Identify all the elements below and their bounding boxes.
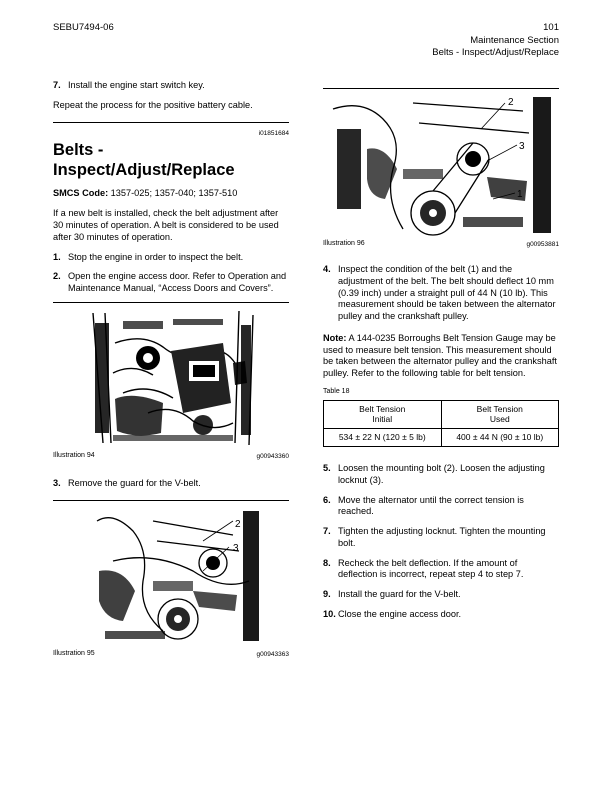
reference-id: i01851684 [258, 129, 289, 137]
right-column: 4. Inspect the condition of the belt (1)… [323, 264, 559, 629]
step-7-install-key: 7. Install the engine start switch key. [53, 80, 205, 90]
illustration-96-caption: Illustration 96 [323, 240, 365, 247]
callout-1: 1 [517, 189, 523, 200]
illustration-94: Illustration 94 g00943360 [53, 302, 289, 461]
illustration-94-caption: Illustration 94 [53, 452, 95, 459]
v-belt-guard-photo-icon: 2 3 [93, 505, 263, 647]
section-title: Belts - Inspect/Adjust/Replace [53, 140, 235, 179]
section-divider [53, 121, 289, 123]
page-header: 101 Maintenance Section Belts - Inspect/… [432, 22, 559, 60]
left-column: 7. Install the engine start switch key. … [53, 80, 289, 303]
intro-paragraph: If a new belt is installed, check the be… [53, 208, 279, 242]
note-paragraph: Note: A 144-0235 Borroughs Belt Tension … [323, 332, 557, 379]
step-1-stop-engine: 1. Stop the engine in order to inspect t… [53, 251, 244, 262]
table-caption: Table 18 [323, 387, 350, 395]
illustration-96-id: g00953881 [526, 240, 559, 248]
step-4-inspect-belt: 4. Inspect the condition of the belt (1)… [323, 264, 556, 322]
step-6-move-alternator: 6. Move the alternator until the correct… [323, 494, 524, 517]
illustration-95-caption: Illustration 95 [53, 650, 95, 657]
table-header-used: Belt Tension Used [440, 399, 559, 430]
repeat-note: Repeat the process for the positive batt… [53, 99, 253, 110]
section-name: Maintenance Section [470, 34, 559, 46]
table-cell-initial: 534 ± 22 N (120 ± 5 lb) [323, 428, 442, 447]
smcs-code: SMCS Code: 1357-025; 1357-040; 1357-510 [53, 188, 238, 199]
step-9-install-guard: 9. Install the guard for the V-belt. [323, 589, 461, 600]
table-header-initial: Belt Tension Initial [323, 399, 442, 430]
callout-2: 2 [235, 519, 241, 530]
illustration-95-id: g00943363 [256, 650, 289, 658]
belt-tension-photo-icon: 2 3 1 [323, 91, 559, 237]
table-cell-used: 400 ± 44 N (90 ± 10 lb) [440, 428, 559, 447]
illustration-94-id: g00943360 [256, 452, 289, 460]
step-10-close-door: 10. Close the engine access door. [323, 608, 462, 619]
left-column-lower: 3. Remove the guard for the V-belt. [53, 478, 289, 498]
step-8-recheck-deflection: 8. Recheck the belt deflection. If the a… [323, 557, 524, 580]
topic-name: Belts - Inspect/Adjust/Replace [432, 47, 559, 59]
step-2-open-door: 2. Open the engine access door. Refer to… [53, 271, 287, 294]
step-5-loosen-bolt: 5. Loosen the mounting bolt (2). Loosen … [323, 462, 545, 485]
page-number: 101 [543, 22, 559, 33]
callout-2: 2 [508, 97, 514, 108]
engine-access-door-photo-icon [89, 307, 259, 449]
illustration-95: 2 3 Illustration 95 g00943363 [53, 500, 289, 659]
step-7-tighten-locknut: 7. Tighten the adjusting locknut. Tighte… [323, 526, 546, 548]
callout-3: 3 [519, 141, 525, 152]
callout-3: 3 [233, 543, 239, 554]
illustration-96: 2 3 1 Illustration 96 g00953881 [323, 88, 559, 249]
document-id: SEBU7494-06 [53, 22, 114, 33]
step-3-remove-guard: 3. Remove the guard for the V-belt. [53, 478, 201, 488]
belt-tension-table: Belt Tension Initial Belt Tension Used 5… [323, 399, 559, 447]
